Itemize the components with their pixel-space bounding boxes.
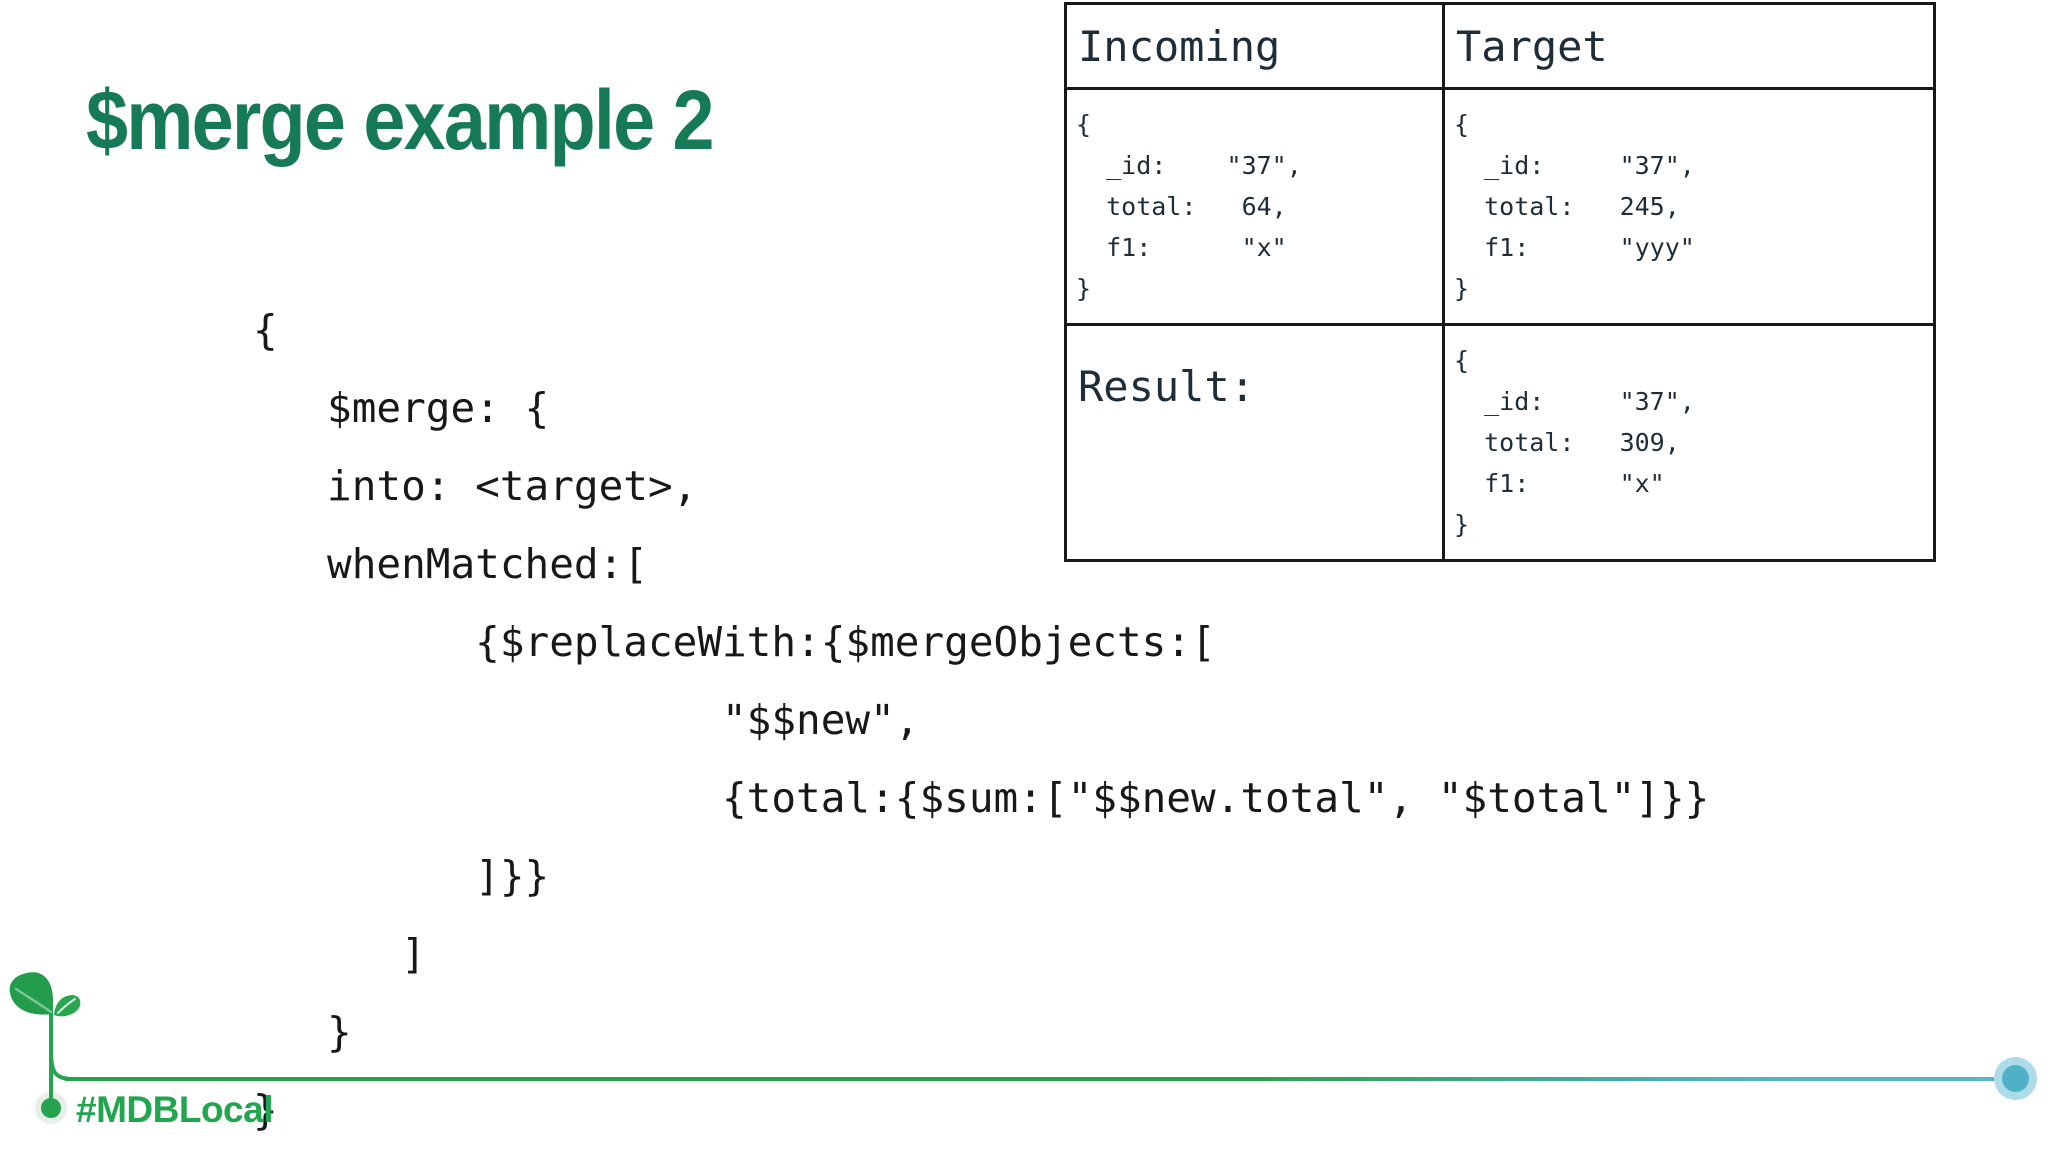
code-line: {$replaceWith:{$mergeObjects:[ xyxy=(253,618,1216,666)
code-line: {total:{$sum:["$$new.total", "$total"]}} xyxy=(253,774,1710,822)
code-line: "$$new", xyxy=(253,696,920,744)
code-line: into: <target>, xyxy=(253,462,698,510)
code-line: } xyxy=(253,1086,278,1134)
column-header-incoming: Incoming xyxy=(1064,2,1445,90)
slide-title: $merge example 2 xyxy=(86,73,715,167)
result-label: Result: xyxy=(1078,362,1256,411)
table-row: { _id: "37", total: 64, f1: "x" } { _id:… xyxy=(1064,87,1936,326)
timeline-line xyxy=(64,1077,1998,1081)
result-label-cell: Result: xyxy=(1064,323,1445,562)
mdblocal-hashtag: #MDBLocal xyxy=(76,1089,273,1130)
sprout-leaf-large xyxy=(9,972,53,1015)
incoming-document: { _id: "37", total: 64, f1: "x" } xyxy=(1076,110,1302,303)
code-line: ] xyxy=(253,930,426,978)
code-line: whenMatched:[ xyxy=(253,540,648,588)
sprout-leaf-small-vein xyxy=(57,998,76,1014)
column-header-target: Target xyxy=(1442,2,1936,90)
code-line: } xyxy=(253,1008,352,1056)
result-document: { _id: "37", total: 309, f1: "x" } xyxy=(1454,346,1695,539)
aggregation-code-block: { $merge: { into: <target>, whenMatched:… xyxy=(253,291,1709,1149)
sprout-icon xyxy=(9,972,140,1124)
timeline-end-dot xyxy=(2002,1065,2029,1092)
code-line: ]}} xyxy=(253,852,550,900)
table-row: Result: { _id: "37", total: 309, f1: "x"… xyxy=(1064,323,1936,562)
seed-dot xyxy=(41,1098,61,1118)
sprout-stem-branch xyxy=(49,1048,140,1081)
code-line: { xyxy=(253,306,278,354)
merge-example-table: Incoming Target { _id: "37", total: 64, … xyxy=(1064,2,1936,562)
sprout-leaf-large-vein xyxy=(14,987,53,1014)
target-document: { _id: "37", total: 245, f1: "yyy" } xyxy=(1454,110,1695,303)
code-line: $merge: { xyxy=(253,384,550,432)
